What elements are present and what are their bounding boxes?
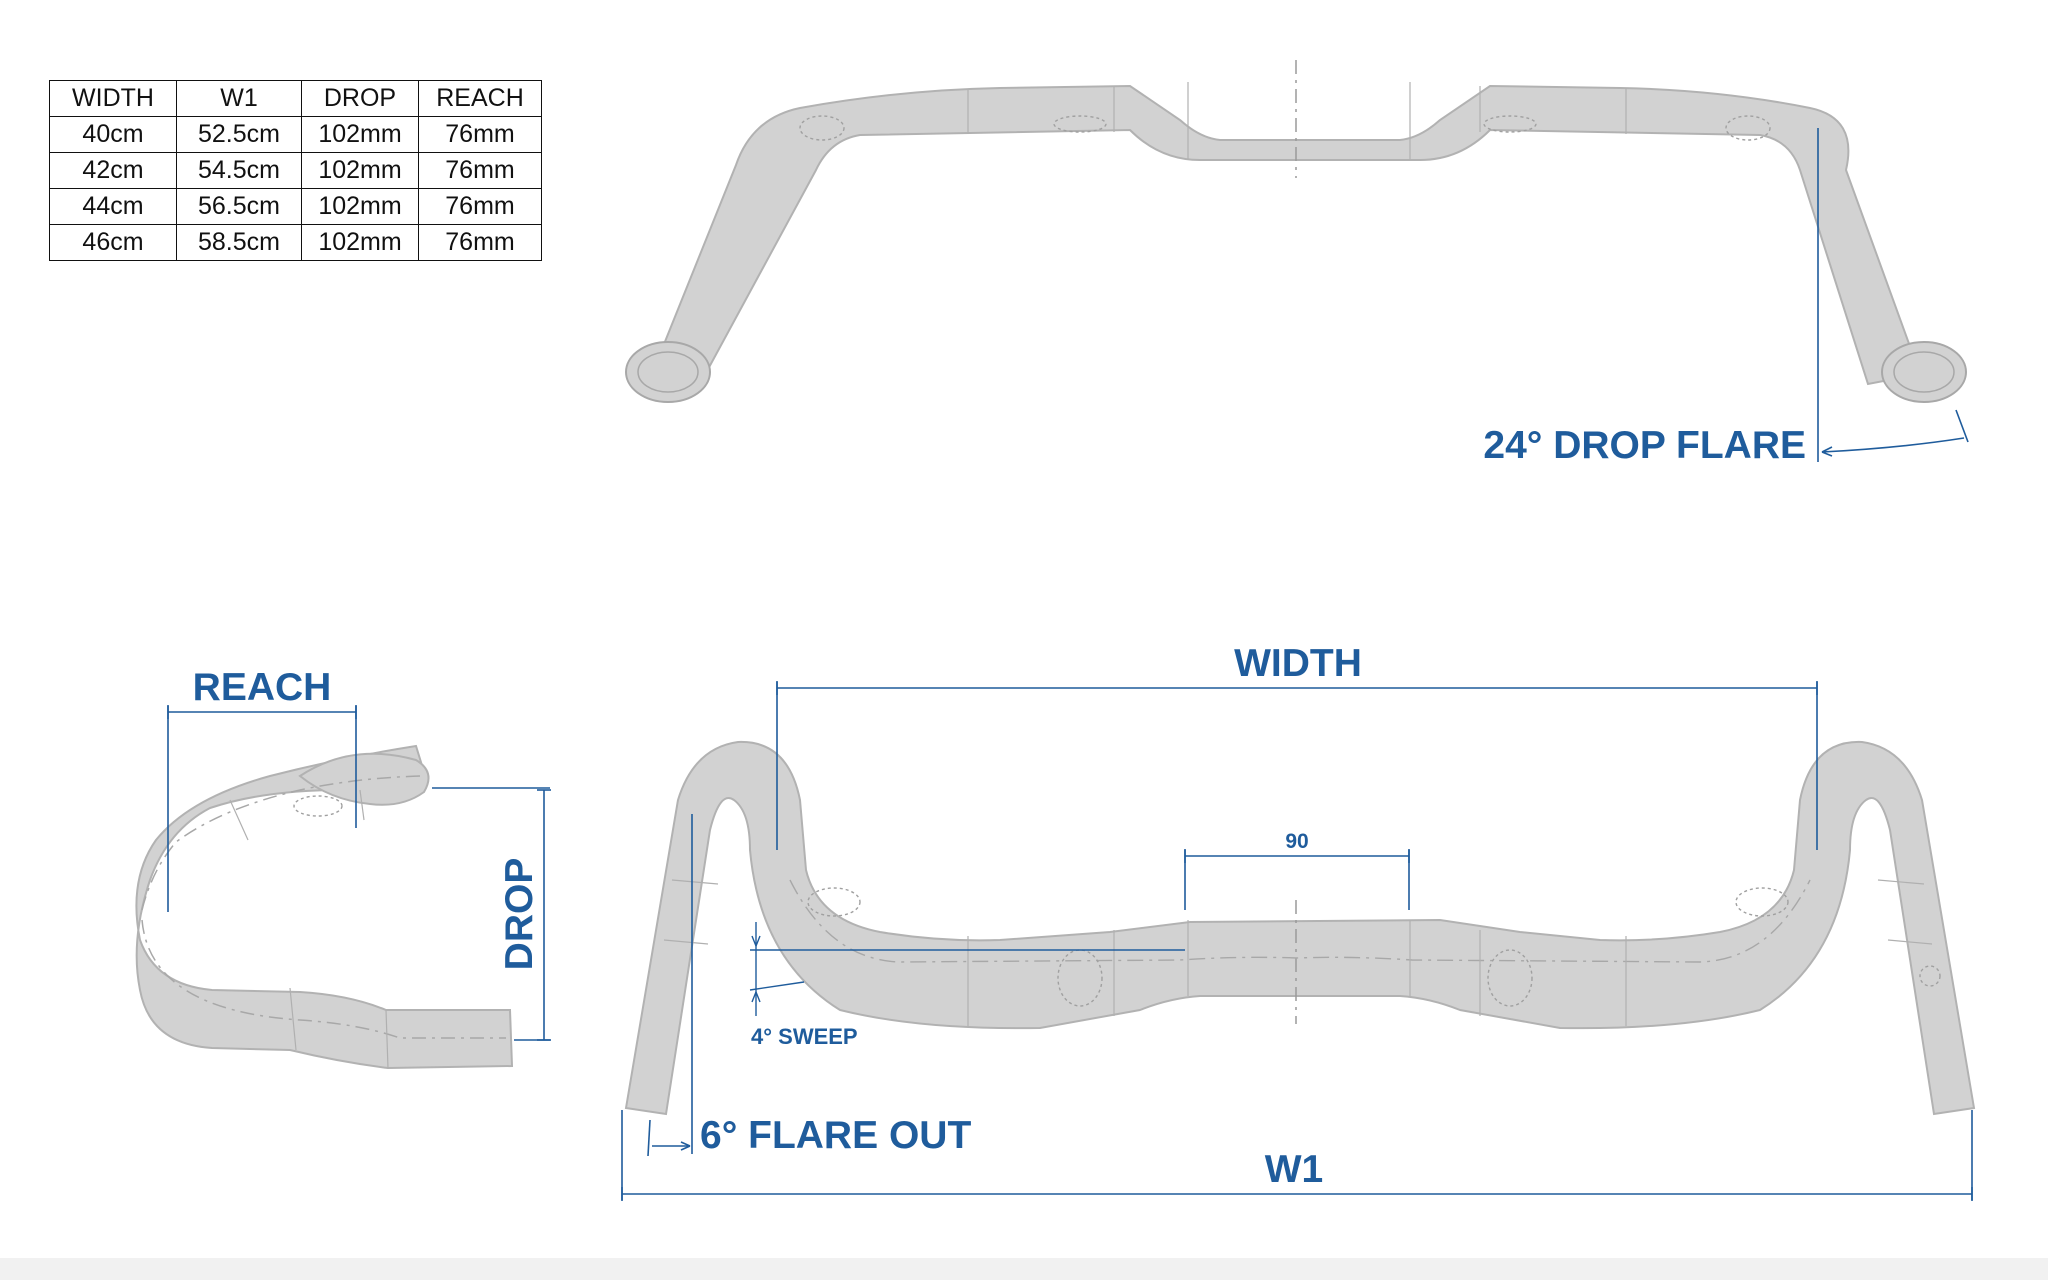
reach-dimension: REACH: [167, 666, 357, 912]
front-drop-tape-line: [671, 879, 719, 885]
header-drop: DROP: [301, 80, 419, 117]
side-cable-port: [293, 795, 343, 817]
width-label: WIDTH: [1234, 642, 1362, 685]
cell-w1: 56.5cm: [176, 188, 302, 225]
front-cable-port: [1735, 887, 1789, 917]
cell-reach: 76mm: [418, 224, 542, 261]
flare-out-dimension: 6° FLARE OUT: [647, 814, 971, 1157]
drop-label: DROP: [498, 858, 541, 971]
cell-reach: 76mm: [418, 116, 542, 153]
flare-out-arrow: [680, 1141, 691, 1151]
side-center-line: [141, 775, 421, 911]
center-clamp-label: 90: [1285, 830, 1308, 853]
side-view-handlebar: [135, 744, 514, 1070]
w1-label: W1: [1265, 1148, 1324, 1191]
width-dimension: WIDTH: [776, 642, 1818, 850]
center-clamp-dimension: 90: [1184, 830, 1410, 910]
top-bar-body: [650, 84, 1922, 386]
cell-width: 46cm: [49, 224, 177, 261]
sweep-arrows: [751, 935, 761, 1003]
front-cable-port: [1057, 949, 1103, 1007]
side-tape-line: [359, 789, 365, 821]
front-cable-port: [1487, 949, 1533, 1007]
drop-flare-arrow: [1821, 446, 1833, 457]
side-tape-line: [289, 987, 297, 1051]
reach-label: REACH: [193, 666, 332, 709]
drop-flare-arc: [1821, 437, 1965, 453]
side-tape-line: [385, 1009, 389, 1069]
top-cable-port: [1483, 115, 1537, 133]
top-right-bar-end-inner: [1893, 351, 1955, 393]
table-row: 46cm 58.5cm 102mm 76mm: [49, 224, 542, 261]
sweep-angle-line: [749, 981, 805, 991]
front-view-handlebar: [624, 740, 1976, 1116]
header-w1: W1: [176, 80, 302, 117]
table-row: 42cm 54.5cm 102mm 76mm: [49, 152, 542, 189]
front-drop-tape-line: [1887, 939, 1933, 945]
top-cable-port: [799, 115, 845, 141]
cell-reach: 76mm: [418, 152, 542, 189]
cell-drop: 102mm: [301, 152, 419, 189]
side-bar-body: [135, 744, 514, 1070]
drop-flare-extension: [1955, 409, 1969, 443]
cell-w1: 54.5cm: [176, 152, 302, 189]
drop-dimension: DROP: [432, 787, 551, 1041]
cell-w1: 52.5cm: [176, 116, 302, 153]
drop-flare-dimension: 24° DROP FLARE: [1483, 128, 1969, 467]
sweep-label: 4° SWEEP: [751, 1024, 858, 1049]
flare-out-label: 6° FLARE OUT: [700, 1114, 971, 1157]
sweep-dimension: 4° SWEEP: [749, 922, 1185, 1049]
size-table: WIDTH W1 DROP REACH 40cm 52.5cm 102mm 76…: [49, 80, 542, 261]
table-row: 44cm 56.5cm 102mm 76mm: [49, 188, 542, 225]
header-width: WIDTH: [49, 80, 177, 117]
top-view-handlebar: [625, 60, 1967, 403]
side-center-line-lower: [141, 919, 506, 1039]
cell-w1: 58.5cm: [176, 224, 302, 261]
front-drop-tape-line: [663, 939, 709, 945]
side-clamp-bulge: [298, 752, 430, 806]
top-left-bar-end-inner: [637, 351, 699, 393]
side-tape-line: [229, 799, 249, 841]
top-cable-port: [1725, 115, 1771, 141]
front-drop-tape-line: [1877, 879, 1925, 885]
w1-dimension: W1: [621, 1110, 1973, 1201]
cell-reach: 76mm: [418, 188, 542, 225]
front-bar-end-port: [1919, 965, 1941, 987]
flare-out-angle-line: [647, 1119, 651, 1157]
bottom-page-edge: [0, 1258, 2048, 1280]
top-cable-port: [1053, 115, 1107, 133]
front-cable-port: [807, 887, 861, 917]
front-bar-axis: [789, 879, 1811, 963]
front-bar-body: [624, 740, 1976, 1116]
drop-flare-label: 24° DROP FLARE: [1483, 424, 1806, 467]
